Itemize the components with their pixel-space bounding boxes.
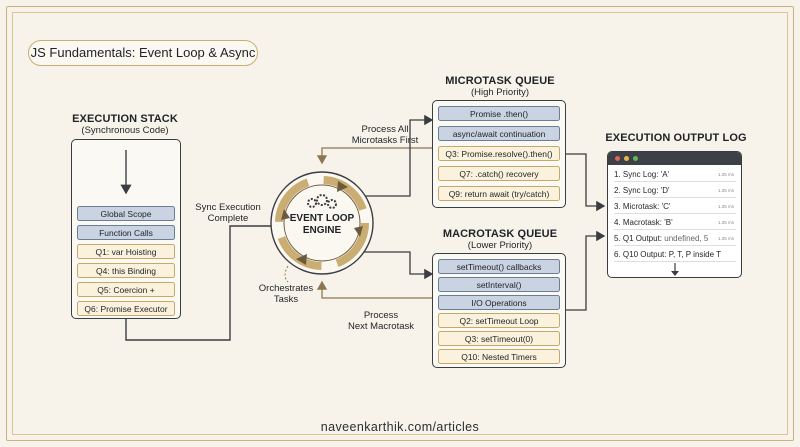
- microtask-queue-heading: MICROTASK QUEUE: [445, 75, 555, 87]
- microtask-queue-box: Promise .then() async/await continuation…: [432, 100, 566, 208]
- micro-item-async-await: async/await continuation: [438, 126, 560, 141]
- output-row: 6. Q10 Output: P, T, P inside T: [614, 247, 736, 262]
- engine-label: EVENT LOOP ENGINE: [289, 213, 355, 236]
- cycle-arrow-icon: [281, 209, 290, 220]
- output-row: 3. Microtask: 'C' 1.35 ms: [614, 199, 736, 214]
- stack-item-global-scope: Global Scope: [77, 206, 175, 221]
- execution-stack-subheading: (Synchronous Code): [81, 125, 169, 136]
- micro-item-q3: Q3: Promise.resolve().then(): [438, 146, 560, 161]
- window-minimize-dot: [624, 156, 629, 161]
- stack-item-q5: Q5: Coercion +: [77, 282, 175, 297]
- macrotask-queue-subheading: (Lower Priority): [467, 240, 533, 251]
- stack-item-function-calls: Function Calls: [77, 225, 175, 240]
- output-log-window: 1. Sync Log: 'A' 1.35 ms 2. Sync Log: 'D…: [607, 151, 742, 278]
- event-loop-engine: [270, 171, 374, 275]
- output-log-heading: EXECUTION OUTPUT LOG: [605, 132, 747, 144]
- output-row: 1. Sync Log: 'A' 1.35 ms: [614, 167, 736, 182]
- inner-frame: [12, 12, 788, 435]
- diagram-title: JS Fundamentals: Event Loop & Async: [28, 40, 258, 66]
- footer-url: naveenkarthik.com/articles: [320, 420, 480, 434]
- macro-item-q2: Q2: setTimeout Loop: [438, 313, 560, 328]
- execution-stack-box: Global Scope Function Calls Q1: var Hois…: [71, 139, 181, 319]
- gear-icon: [327, 199, 337, 209]
- gear-icon: [316, 194, 328, 206]
- cycle-arrow-icon: [337, 181, 348, 192]
- micro-item-promise-then: Promise .then(): [438, 106, 560, 121]
- stack-item-q6: Q6: Promise Executor: [77, 301, 175, 316]
- output-down-arrow-icon: [671, 263, 679, 276]
- gear-icon: [307, 198, 317, 208]
- macro-item-io: I/O Operations: [438, 295, 560, 310]
- output-row: 2. Sync Log: 'D' 1.35 ms: [614, 183, 736, 198]
- macro-item-q3: Q3: setTimeout(0): [438, 331, 560, 346]
- microtask-queue-subheading: (High Priority): [470, 87, 530, 98]
- macro-item-settimeout: setTimeout() callbacks: [438, 259, 560, 274]
- macrotask-queue-heading: MACROTASK QUEUE: [442, 228, 558, 240]
- execution-stack-heading: EXECUTION STACK: [72, 113, 178, 125]
- stack-item-q4: Q4: this Binding: [77, 263, 175, 278]
- output-row: 4. Macrotask: 'B' 1.35 ms: [614, 215, 736, 230]
- output-window-titlebar: [608, 152, 741, 165]
- macrotask-queue-box: setTimeout() callbacks setInterval() I/O…: [432, 253, 566, 368]
- cycle-arrow-icon: [354, 226, 363, 237]
- macro-item-setinterval: setInterval(): [438, 277, 560, 292]
- micro-item-q9: Q9: return await (try/catch): [438, 186, 560, 201]
- outer-frame: [6, 6, 794, 441]
- micro-item-q7: Q7: .catch() recovery: [438, 166, 560, 181]
- stack-item-q1: Q1: var Hoisting: [77, 244, 175, 259]
- window-close-dot: [615, 156, 620, 161]
- output-row: 5. Q1 Output: undefined, 5 1.35 ms: [614, 231, 736, 246]
- window-maximize-dot: [633, 156, 638, 161]
- macro-item-q10: Q10: Nested Timers: [438, 349, 560, 364]
- cycle-arrow-icon: [296, 254, 307, 265]
